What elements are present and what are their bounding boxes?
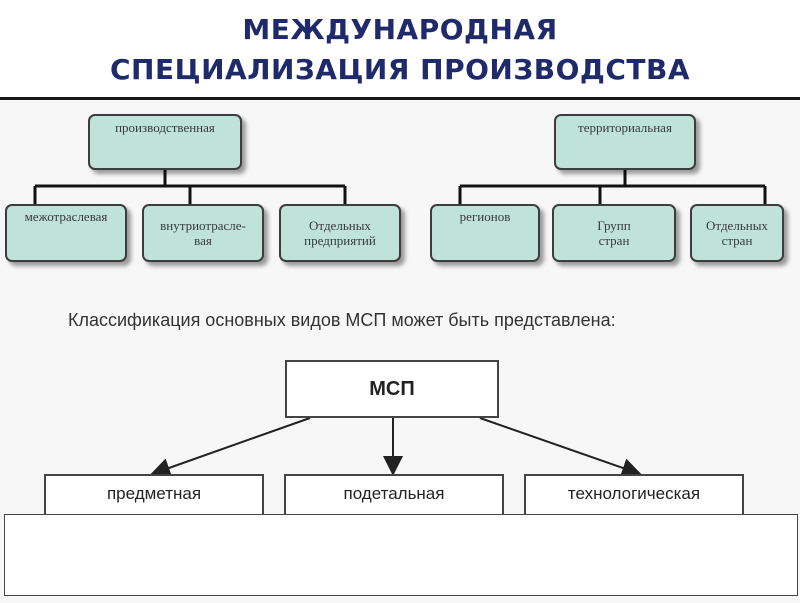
node-otdelnykh-predpriyatiy: Отдельных предприятий xyxy=(279,204,401,262)
node-proizvodstvennaya: производственная xyxy=(88,114,242,170)
blank-box xyxy=(4,514,798,596)
node-regionov: регионов xyxy=(430,204,540,262)
title-line-2: СПЕЦИАЛИЗАЦИЯ ПРОИЗВОДСТВА xyxy=(110,53,690,86)
page-title: МЕЖДУНАРОДНАЯ СПЕЦИАЛИЗАЦИЯ ПРОИЗВОДСТВА xyxy=(0,10,800,90)
arrow-to-tekhnologicheskaya xyxy=(479,417,642,478)
node-mezhotraslevaya: межотраслевая xyxy=(5,204,127,262)
node-grupp-stran: Групп стран xyxy=(552,204,676,262)
node-vnutriotraslevaya: внутриотрасле- вая xyxy=(142,204,264,262)
classification-caption: Классификация основных видов МСП может б… xyxy=(68,310,616,330)
title-line-1: МЕЖДУНАРОДНАЯ xyxy=(242,13,558,46)
node-territorialnaya: территориальная xyxy=(554,114,696,170)
node-otdelnykh-stran: Отдельных стран xyxy=(690,204,784,262)
node-msp: МСП xyxy=(285,360,499,418)
arrow-to-predmetnaya xyxy=(150,417,311,478)
